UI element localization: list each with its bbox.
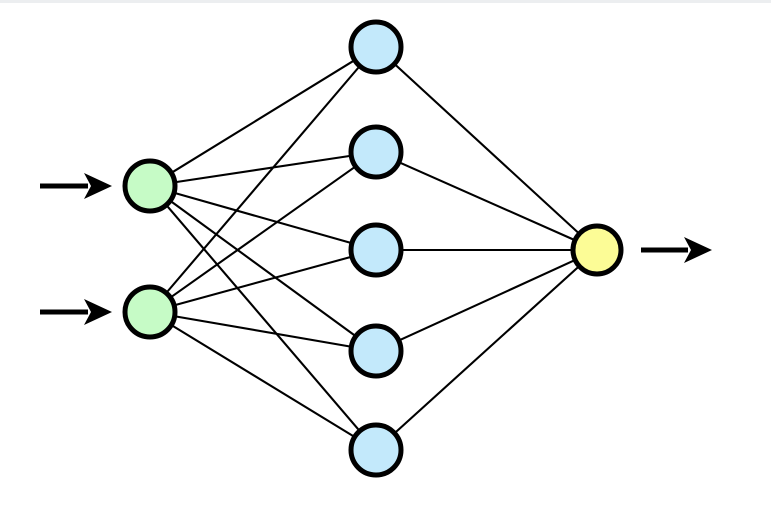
input-node-circle[interactable] (122, 158, 178, 214)
edge-i2-h3 (171, 255, 355, 307)
io-arrows-group (40, 173, 712, 325)
hidden-node-circle[interactable] (348, 422, 404, 478)
edge-i2-h5 (169, 323, 357, 439)
node-h5[interactable] (348, 422, 404, 478)
edge-h5-o1 (392, 264, 582, 436)
edges-group (164, 58, 582, 439)
input-arrow-2 (40, 299, 112, 325)
edge-i1-h5 (164, 202, 362, 434)
input-arrow-1 (40, 173, 112, 199)
edge-h1-o1 (392, 61, 582, 236)
output-arrow-1 (641, 237, 712, 263)
edge-i2-h4 (172, 314, 354, 349)
hidden-node-circle[interactable] (348, 222, 404, 278)
edge-i1-h2 (172, 154, 354, 184)
node-h4[interactable] (348, 323, 404, 379)
hidden-node-circle[interactable] (348, 124, 404, 180)
edge-h4-o1 (396, 258, 578, 343)
nodes-group (122, 19, 624, 478)
edge-i2-h2 (168, 164, 358, 300)
edge-i1-h3 (171, 191, 355, 245)
edge-i1-h4 (167, 198, 359, 339)
node-i1[interactable] (122, 158, 178, 214)
node-i2[interactable] (122, 284, 178, 340)
hidden-node-circle[interactable] (348, 323, 404, 379)
edge-i2-h1 (164, 63, 362, 296)
hidden-node-circle[interactable] (348, 19, 404, 75)
node-h2[interactable] (348, 124, 404, 180)
node-h1[interactable] (348, 19, 404, 75)
output-arrow-1-head (684, 237, 712, 263)
input-node-circle[interactable] (122, 284, 178, 340)
top-divider-rule (0, 0, 771, 3)
edge-i1-h1 (168, 58, 358, 175)
node-o1[interactable] (570, 223, 624, 277)
input-arrow-2-head (84, 299, 112, 325)
output-node-circle[interactable] (570, 223, 624, 277)
input-arrow-1-head (84, 173, 112, 199)
edge-h2-o1 (396, 160, 578, 242)
node-h3[interactable] (348, 222, 404, 278)
